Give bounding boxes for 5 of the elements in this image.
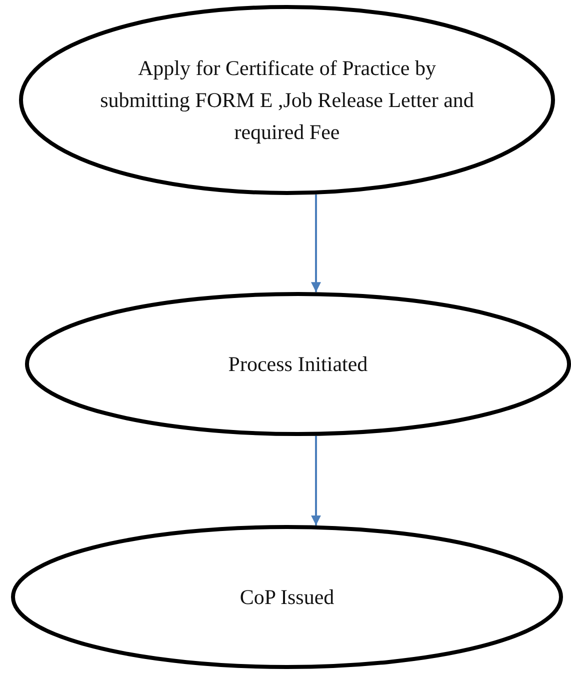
node-text: CoP Issued [238,584,336,611]
node-text: Process Initiated [227,351,369,378]
arrow [311,436,321,526]
node-text: Apply for Certificate of Practice by submitting FORM E ,Job Release Letter and required Fee [99,55,475,146]
arrow [311,194,321,292]
